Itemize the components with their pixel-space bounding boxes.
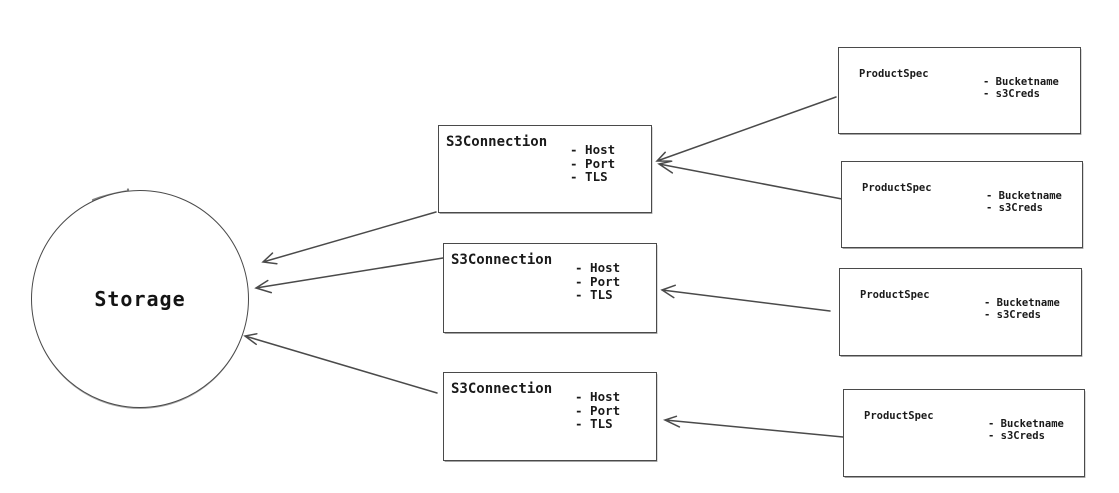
edge-s3connection-2-to-storage (254, 257, 444, 294)
node-title: ProductSpec (864, 410, 934, 422)
attribute-line: - Port (575, 402, 621, 418)
attribute-line: - Host (575, 260, 621, 275)
attribute-line: - s3Creds (983, 87, 1040, 100)
node-attributes: - Bucketname- s3Creds (984, 297, 1060, 321)
attribute-line: - TLS (570, 169, 608, 184)
attribute-line: - Port (570, 155, 616, 171)
node-attributes: - Bucketname- s3Creds (988, 418, 1064, 442)
attribute-line: - TLS (575, 416, 613, 431)
attribute-line: - Bucketname (983, 76, 1059, 88)
attribute-line: - Host (570, 142, 616, 157)
s3connection-node-2: S3Connection - Host- Port- TLS (443, 243, 657, 333)
node-title: ProductSpec (859, 68, 929, 80)
edge-productspec-3-to-s3connection-2 (660, 284, 831, 312)
edge-s3connection-1-to-storage (261, 211, 437, 265)
edge-productspec-2-to-s3connection-1 (657, 160, 843, 200)
edge-productspec-4-to-s3connection-3 (662, 415, 844, 438)
attribute-line: - Port (575, 273, 621, 289)
productspec-node-1: ProductSpec - Bucketname- s3Creds (838, 47, 1081, 134)
edge-s3connection-3-to-storage (243, 333, 438, 394)
attribute-line: - Host (575, 389, 621, 404)
s3connection-node-3: S3Connection - Host- Port- TLS (443, 372, 657, 461)
s3connection-node-1: S3Connection - Host- Port- TLS (438, 125, 652, 213)
node-attributes: - Host- Port- TLS (570, 143, 615, 184)
storage-label: Storage (94, 287, 186, 311)
node-attributes: - Host- Port- TLS (575, 390, 620, 431)
attribute-line: - TLS (575, 287, 613, 302)
productspec-node-4: ProductSpec - Bucketname- s3Creds (843, 389, 1085, 477)
attribute-line: - s3Creds (986, 201, 1043, 214)
attribute-line: - s3Creds (984, 308, 1041, 321)
node-title: ProductSpec (860, 289, 930, 301)
node-title: S3Connection (446, 134, 548, 150)
node-title: S3Connection (451, 381, 553, 397)
storage-node: Storage (31, 190, 249, 408)
productspec-node-2: ProductSpec - Bucketname- s3Creds (841, 161, 1083, 248)
attribute-line: - Bucketname (988, 418, 1064, 430)
productspec-node-3: ProductSpec - Bucketname- s3Creds (839, 268, 1082, 356)
attribute-line: - Bucketname (984, 297, 1060, 309)
node-title: ProductSpec (862, 182, 932, 194)
node-attributes: - Host- Port- TLS (575, 261, 620, 302)
node-title: S3Connection (451, 252, 553, 268)
node-attributes: - Bucketname- s3Creds (986, 190, 1062, 214)
attribute-line: - s3Creds (988, 429, 1045, 442)
edge-productspec-1-to-s3connection-1 (655, 96, 837, 162)
attribute-line: - Bucketname (986, 190, 1062, 202)
node-attributes: - Bucketname- s3Creds (983, 76, 1059, 100)
